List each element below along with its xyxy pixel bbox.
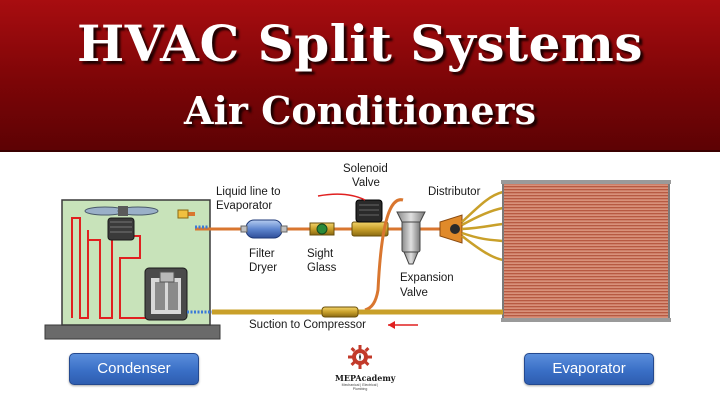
label-sight-1: Sight: [307, 248, 334, 260]
page-subtitle: Air Conditioners: [184, 88, 536, 133]
label-solenoid-2: Valve: [352, 177, 380, 189]
condenser-unit: [44, 199, 221, 340]
label-sight-2: Glass: [307, 262, 337, 274]
compressor-icon: [144, 267, 188, 321]
condenser-fan-icon: [84, 206, 159, 216]
label-solenoid-1: Solenoid: [343, 163, 388, 175]
distributor-tubes: [461, 190, 504, 262]
split-system-diagram: Liquid line to Evaporator Filter Dryer S…: [44, 163, 671, 340]
solenoid-valve-icon: [317, 193, 389, 237]
condenser-button[interactable]: Condenser: [69, 353, 199, 385]
gear-icon: [348, 345, 372, 369]
evaporator-button[interactable]: Evaporator: [524, 353, 654, 385]
label-filter-2: Dryer: [249, 262, 277, 274]
sensing-bulb-icon: [321, 306, 359, 318]
condenser-cabinet: [61, 199, 211, 326]
expansion-valve-icon: [396, 211, 426, 265]
label-liquid-line-2: Evaporator: [216, 200, 272, 212]
mep-academy-logo: MEPAcademy Mechanical | Electrical | Plu…: [335, 344, 396, 400]
logo-name: MEPAcademy: [335, 373, 396, 383]
label-filter-1: Filter: [249, 248, 275, 260]
label-expansion-2: Valve: [400, 287, 428, 299]
sensing-bulb-line: [364, 198, 404, 312]
distributor-icon: [439, 214, 463, 244]
label-expansion-1: Expansion: [400, 272, 454, 284]
label-liquid-line-1: Liquid line to: [216, 186, 281, 198]
logo-tagline: Mechanical | Electrical | Plumbing: [341, 383, 379, 391]
fan-motor-icon: [107, 217, 135, 241]
filter-dryer-icon: [240, 219, 288, 239]
label-distributor: Distributor: [428, 186, 481, 198]
condenser-base: [44, 324, 221, 340]
page-title: HVAC Split Systems: [77, 14, 643, 73]
title-banner: HVAC Split Systems Air Conditioners: [0, 0, 720, 152]
label-suction: Suction to Compressor: [249, 319, 366, 331]
sight-glass-icon: [309, 222, 335, 236]
evaporator-coil: [501, 180, 671, 322]
